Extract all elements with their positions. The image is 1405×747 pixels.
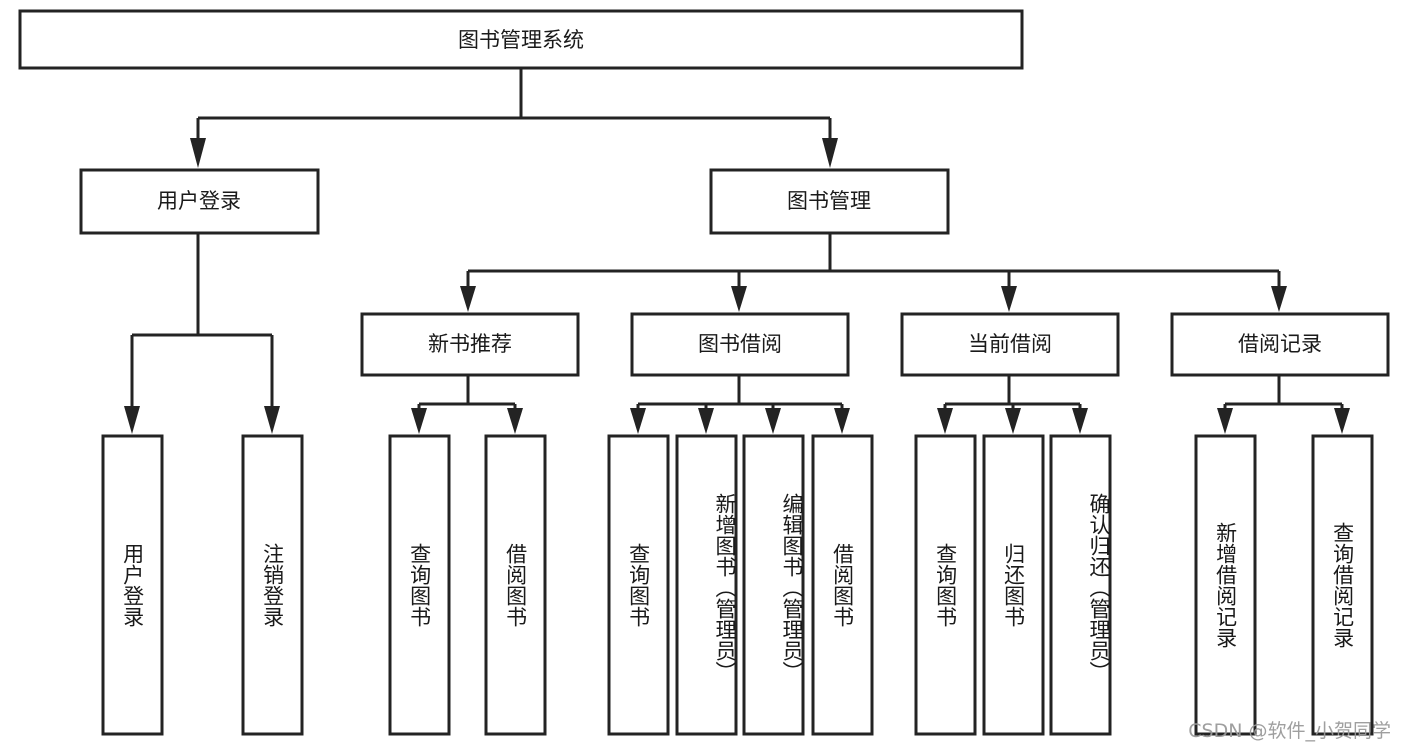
node-book-borrow-box[interactable] xyxy=(630,312,850,377)
node-user-login[interactable]: 用户登录 xyxy=(79,168,320,235)
arrow-head-br-leaf-1 xyxy=(1217,408,1233,434)
watermark-text: CSDN @软件_小贺同学 xyxy=(1188,720,1391,742)
arrow-head-bb-leaf-1 xyxy=(630,408,646,434)
leaf-box-logout[interactable] xyxy=(241,434,304,736)
node-current-borrow[interactable]: 当前借阅 xyxy=(900,312,1120,377)
leaf-box-br-query-record[interactable] xyxy=(1311,434,1374,736)
arrow-head-new-book-recommend xyxy=(460,286,476,312)
leaf-box-nbr-borrow-book[interactable] xyxy=(484,434,547,736)
node-new-book-recommend[interactable]: 新书推荐 xyxy=(360,312,580,377)
node-current-borrow-label: 当前借阅 xyxy=(968,332,1052,356)
leaf-box-cb-confirm-return[interactable] xyxy=(1049,434,1112,736)
arrow-head-cb-leaf-3 xyxy=(1072,408,1088,434)
node-new-book-recommend-label: 新书推荐 xyxy=(428,332,512,356)
leaf-box-bb-edit-book[interactable] xyxy=(742,434,805,736)
arrow-head-br-leaf-2 xyxy=(1334,408,1350,434)
node-new-book-recommend-box[interactable] xyxy=(360,312,580,377)
leaf-box-bb-borrow-book[interactable] xyxy=(811,434,874,736)
arrow-head-nbr-leaf-1 xyxy=(411,408,427,434)
node-current-borrow-box[interactable] xyxy=(900,312,1120,377)
leaf-boxes-group xyxy=(101,434,1374,736)
arrow-head-nbr-leaf-2 xyxy=(507,408,523,434)
connectors-group xyxy=(124,68,1350,434)
node-root-book-management-system[interactable]: 图书管理系统 xyxy=(18,9,1024,70)
leaf-box-user-login[interactable] xyxy=(101,434,164,736)
arrow-head-bb-leaf-3 xyxy=(765,408,781,434)
arrow-head-cb-leaf-1 xyxy=(937,408,953,434)
arrow-head-borrow-record xyxy=(1271,286,1287,312)
node-borrow-record[interactable]: 借阅记录 xyxy=(1170,312,1390,377)
arrow-head-leaf-logout xyxy=(264,406,280,434)
arrow-head-bb-leaf-4 xyxy=(834,408,850,434)
node-root-label: 图书管理系统 xyxy=(458,28,584,52)
leaf-box-nbr-query-book[interactable] xyxy=(388,434,451,736)
node-borrow-record-box[interactable] xyxy=(1170,312,1390,377)
node-book-management-box[interactable] xyxy=(709,168,950,235)
arrow-head-cb-leaf-2 xyxy=(1005,408,1021,434)
arrow-head-user-login xyxy=(190,138,206,168)
arrow-head-current-borrow xyxy=(1001,286,1017,312)
node-borrow-record-label: 借阅记录 xyxy=(1238,332,1322,356)
leaf-box-bb-query-book[interactable] xyxy=(607,434,670,736)
leaf-box-br-add-record[interactable] xyxy=(1194,434,1257,736)
arrow-head-book-manage xyxy=(822,138,838,168)
node-book-borrow-label: 图书借阅 xyxy=(698,332,782,356)
leaf-box-bb-add-book[interactable] xyxy=(675,434,738,736)
arrow-head-leaf-user-login xyxy=(124,406,140,434)
node-book-management-label: 图书管理 xyxy=(787,189,871,213)
node-book-borrow[interactable]: 图书借阅 xyxy=(630,312,850,377)
node-user-login-label: 用户登录 xyxy=(157,189,241,213)
node-book-management[interactable]: 图书管理 xyxy=(709,168,950,235)
leaf-box-cb-return-book[interactable] xyxy=(982,434,1045,736)
arrow-head-book-borrow xyxy=(731,286,747,312)
node-user-login-box[interactable] xyxy=(79,168,320,235)
leaf-box-cb-query-book[interactable] xyxy=(914,434,977,736)
arrow-head-bb-leaf-2 xyxy=(698,408,714,434)
node-root-box[interactable] xyxy=(18,9,1024,70)
